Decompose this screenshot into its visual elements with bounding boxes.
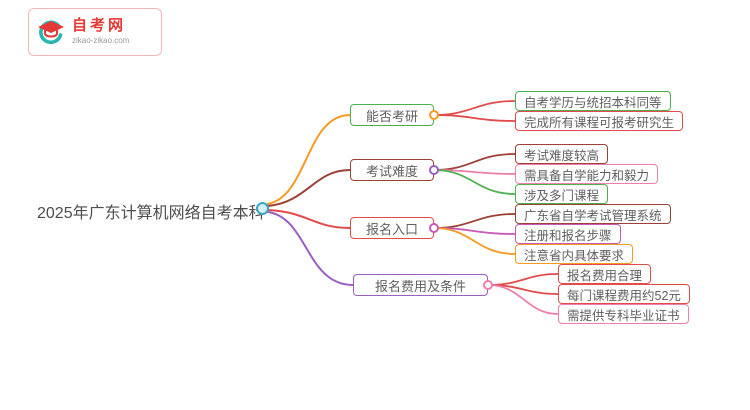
branch-node-nandu: 考试难度 [350,159,434,181]
child-node: 每门课程费用约52元 [558,284,690,304]
child-curve-4-1 [487,273,559,286]
branch-dot-rukou [429,223,439,233]
branch-node-kaoyan: 能否考研 [350,104,434,126]
child-curve-3-3 [433,227,516,255]
root-topic-label: 2025年广东计算机网络自考本科 [37,205,265,222]
child-curve-1-1 [433,100,516,116]
child-node: 注意省内具体要求 [515,244,634,264]
graduation-cap-icon [37,18,65,46]
child-curve-2-3 [433,169,516,195]
site-logo: 自考网 zikao-zikao.com [28,8,162,56]
child-curve-4-2 [487,284,559,295]
branch-curve-rukou [267,209,351,229]
child-curve-1-2 [433,114,516,122]
child-node: 涉及多门课程 [515,184,609,204]
child-curve-3-2 [433,227,516,235]
child-node: 完成所有课程可报考研究生 [515,111,684,131]
branch-dot-feiyong [483,280,493,290]
child-node: 考试难度较高 [515,144,609,164]
root-connector-dot [256,202,269,215]
branch-curve-kaoyan [267,114,351,205]
child-curve-3-1 [433,213,516,229]
child-curve-2-1 [433,153,516,171]
branch-curve-feiyong [267,211,354,286]
logo-subtitle: zikao-zikao.com [72,35,130,45]
branch-curve-nandu [267,169,351,207]
child-node: 广东省自学考试管理系统 [515,204,671,224]
branch-dot-nandu [429,165,439,175]
child-node: 需具备自学能力和毅力 [515,164,659,184]
branch-node-rukou: 报名入口 [350,217,434,239]
child-curve-2-2 [433,169,516,175]
branch-dot-kaoyan [429,110,439,120]
child-node: 报名费用合理 [558,264,652,284]
child-node: 自考学历与统招本科同等 [515,91,671,111]
child-curve-4-3 [487,284,559,315]
child-node: 注册和报名步骤 [515,224,621,244]
logo-title: 自考网 [72,17,127,35]
child-node: 需提供专科毕业证书 [558,304,689,324]
branch-node-feiyong: 报名费用及条件 [353,274,488,296]
